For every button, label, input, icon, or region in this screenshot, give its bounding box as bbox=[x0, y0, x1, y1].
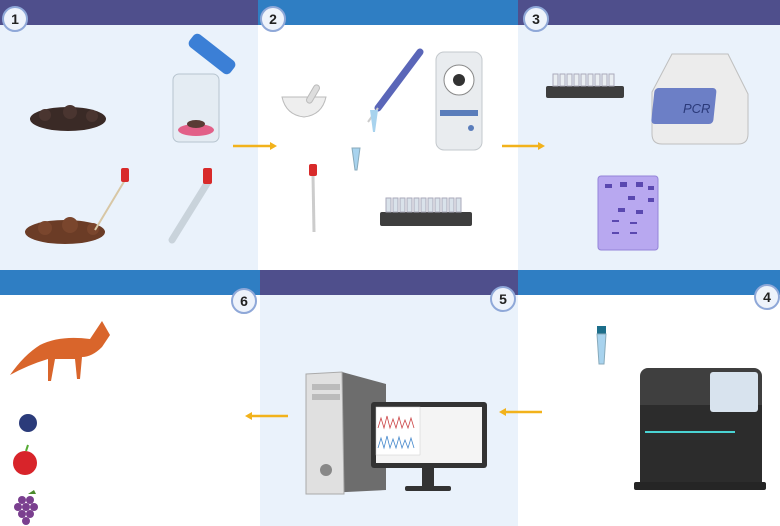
microtube-icon bbox=[351, 147, 361, 171]
panel-step-6-diet-results bbox=[0, 270, 260, 526]
computer-tower-icon bbox=[305, 371, 386, 495]
panel-header bbox=[518, 270, 780, 295]
red-fox-icon bbox=[10, 321, 110, 381]
panel-step-5-analysis bbox=[260, 270, 518, 526]
tube-rack-icon bbox=[380, 197, 472, 226]
monitor-icon bbox=[371, 402, 487, 491]
arrow-left-icon bbox=[245, 412, 288, 420]
pcr-machine-icon bbox=[651, 53, 749, 145]
pipette-icon bbox=[367, 48, 424, 132]
apple-icon bbox=[13, 444, 37, 475]
scat-sample-icon bbox=[30, 105, 106, 131]
sequencer-icon bbox=[634, 368, 766, 490]
panel-header bbox=[0, 270, 260, 295]
gel-electrophoresis-icon bbox=[597, 175, 659, 251]
swab-tube-icon bbox=[168, 168, 212, 244]
pcr-machine-label: PCR bbox=[683, 101, 710, 116]
pcr-strip-rack-icon bbox=[546, 73, 624, 98]
panel-header bbox=[260, 270, 518, 295]
grapes-icon bbox=[14, 490, 38, 525]
arrow-left-icon bbox=[499, 408, 542, 416]
step-badge-6: 6 bbox=[231, 288, 257, 314]
arrow-right-icon bbox=[233, 142, 277, 150]
sample-jar-icon bbox=[172, 33, 236, 143]
step-badge-3: 3 bbox=[523, 6, 549, 32]
sample-tube-icon bbox=[596, 326, 607, 365]
panel-header bbox=[0, 0, 258, 25]
step-badge-1: 1 bbox=[2, 6, 28, 32]
swab-icon bbox=[309, 164, 317, 233]
step-badge-5: 5 bbox=[490, 286, 516, 312]
panel-header bbox=[258, 0, 518, 25]
centrifuge-icon bbox=[435, 51, 483, 151]
step-badge-2: 2 bbox=[260, 6, 286, 32]
step-badge-4: 4 bbox=[754, 284, 780, 310]
scat-swab-icon bbox=[25, 168, 129, 244]
panel-header bbox=[518, 0, 780, 25]
blueberry-icon bbox=[19, 414, 37, 432]
arrow-right-icon bbox=[502, 142, 545, 150]
mortar-pestle-icon bbox=[281, 84, 327, 118]
